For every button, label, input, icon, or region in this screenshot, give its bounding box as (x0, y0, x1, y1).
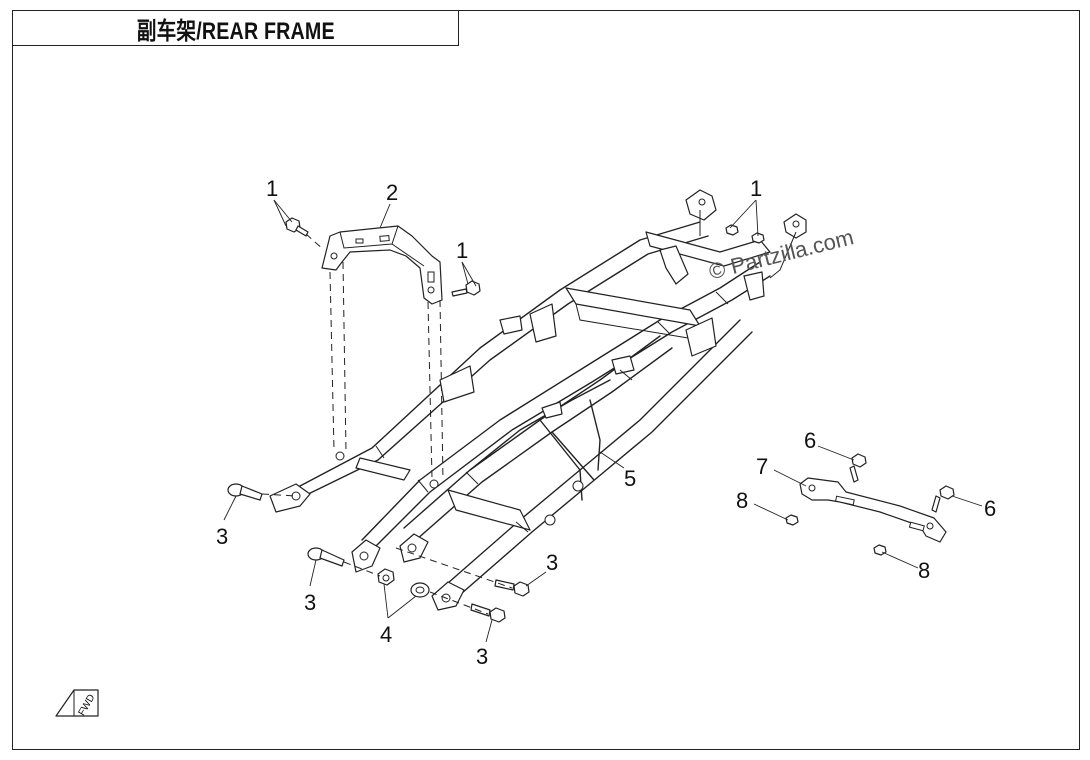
bolt-lower-right-b[interactable] (470, 603, 506, 623)
callout-1-middle: 1 (456, 238, 468, 263)
callout-6-upper: 6 (804, 428, 816, 453)
callout-3-lower-left: 3 (304, 590, 316, 615)
flange-bolt-upper-left[interactable] (285, 217, 309, 237)
callout-1-right: 1 (750, 176, 762, 201)
callout-2: 2 (386, 180, 398, 205)
drawing-border (12, 10, 1080, 750)
callout-5: 5 (624, 466, 636, 491)
side-bracket-7[interactable] (799, 477, 947, 543)
callout-6-right: 6 (984, 496, 996, 521)
callout-8-left: 8 (736, 488, 748, 513)
flange-bolt-upper-right-b[interactable] (751, 232, 765, 244)
nut-8-left[interactable] (785, 514, 799, 526)
rear-frame-main[interactable] (269, 189, 807, 611)
callout-3-right: 3 (546, 550, 558, 575)
washer-4[interactable] (410, 582, 430, 598)
bolt-6-right[interactable] (931, 485, 955, 513)
callout-8-right: 8 (918, 558, 930, 583)
mounting-bracket[interactable] (321, 225, 443, 305)
bolt-6-upper[interactable] (849, 453, 867, 483)
nut-4[interactable] (377, 568, 395, 586)
nut-8-right[interactable] (873, 544, 887, 556)
flange-bolt-upper-right-a[interactable] (725, 224, 739, 236)
fwd-arrow-icon: FWD (55, 689, 99, 718)
callout-7: 7 (756, 454, 768, 479)
bolt-lower-left[interactable] (307, 547, 345, 567)
callout-3-bottom: 3 (476, 644, 488, 669)
callout-1-left: 1 (266, 176, 278, 201)
flange-bolt-bracket-side[interactable] (451, 280, 481, 297)
page-title: 副车架/REAR FRAME (136, 17, 335, 45)
callout-4: 4 (380, 622, 392, 647)
callout-3-left: 3 (216, 524, 228, 549)
title-box: 副车架/REAR FRAME (12, 10, 459, 46)
bolt-front-left[interactable] (227, 483, 263, 501)
